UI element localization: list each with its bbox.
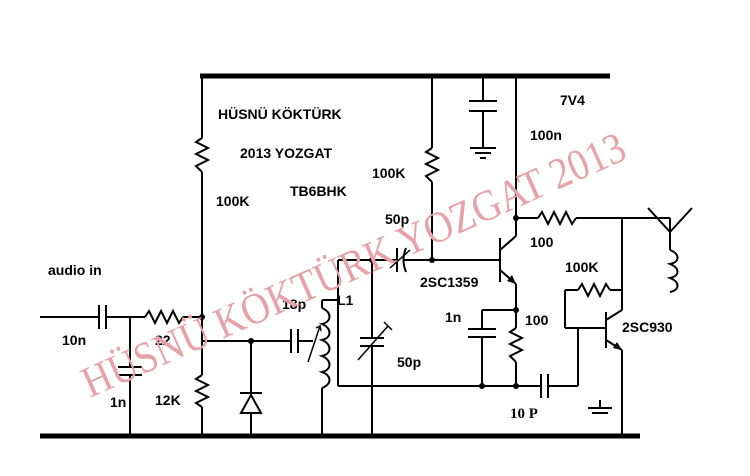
coupling-capacitor-label: 18p: [282, 296, 306, 312]
q2-bias-resistor-label: 100K: [565, 259, 598, 275]
transistor-q1: [499, 235, 517, 285]
bias-resistor-bottom-label: 12K: [155, 392, 181, 408]
emitter-resistor-label: 100: [525, 312, 549, 328]
shunt-capacitor-label: 1n: [110, 394, 126, 410]
trimmer-capacitor: [357, 321, 393, 361]
input-resistor-label: 22: [155, 332, 171, 348]
decoupling-capacitor-label: 100n: [530, 127, 562, 143]
ground-symbol-bottom: [588, 400, 612, 414]
q2-bias-resistor: [577, 281, 611, 299]
base-resistor: [423, 147, 441, 183]
input-capacitor: [98, 305, 107, 329]
coil-label: L1: [337, 292, 354, 308]
bias-resistor-top: [193, 137, 211, 173]
base-resistor-label: 100K: [372, 165, 405, 181]
feedback-capacitor: [389, 247, 411, 273]
varicap-diode: [239, 392, 263, 414]
feedback-capacitor-label: 50p: [385, 211, 409, 227]
emitter-capacitor-label: 1n: [445, 309, 461, 325]
trimmer-capacitor-label: 50p: [397, 354, 421, 370]
author-label: HÜSNÜ KÖKTÜRK: [218, 106, 342, 122]
antenna-icon: [647, 207, 693, 233]
emitter-resistor: [507, 327, 525, 363]
supply-voltage-label: 7V4: [560, 92, 585, 108]
year-city-label: 2013 YOZGAT: [240, 145, 333, 161]
transistor-1-label: 2SC1359: [420, 274, 479, 290]
bias-resistor-bottom: [193, 374, 211, 408]
tank-coil: [318, 307, 331, 389]
callsign-label: TB6BHK: [290, 183, 347, 199]
transistor-2-label: 2SC930: [622, 319, 673, 335]
collector-resistor-label: 100: [530, 234, 554, 250]
ground-symbol-top: [470, 147, 496, 159]
collector-resistor: [537, 209, 577, 227]
audio-in-label: audio in: [48, 262, 102, 278]
transistor-q2: [605, 309, 623, 351]
bias-resistor-top-label: 100K: [216, 193, 249, 209]
watermark-text: HÜSNÜ KÖKTÜRK YOZGAT 2013: [74, 122, 633, 407]
output-capacitor-label: 10 P: [510, 406, 538, 422]
output-capacitor: [540, 374, 549, 398]
decoupling-capacitor: [469, 100, 497, 112]
input-capacitor-label: 10n: [62, 332, 86, 348]
input-resistor: [144, 308, 184, 326]
emitter-capacitor: [468, 328, 496, 338]
coupling-capacitor: [290, 329, 299, 353]
antenna-coil: [666, 249, 679, 293]
